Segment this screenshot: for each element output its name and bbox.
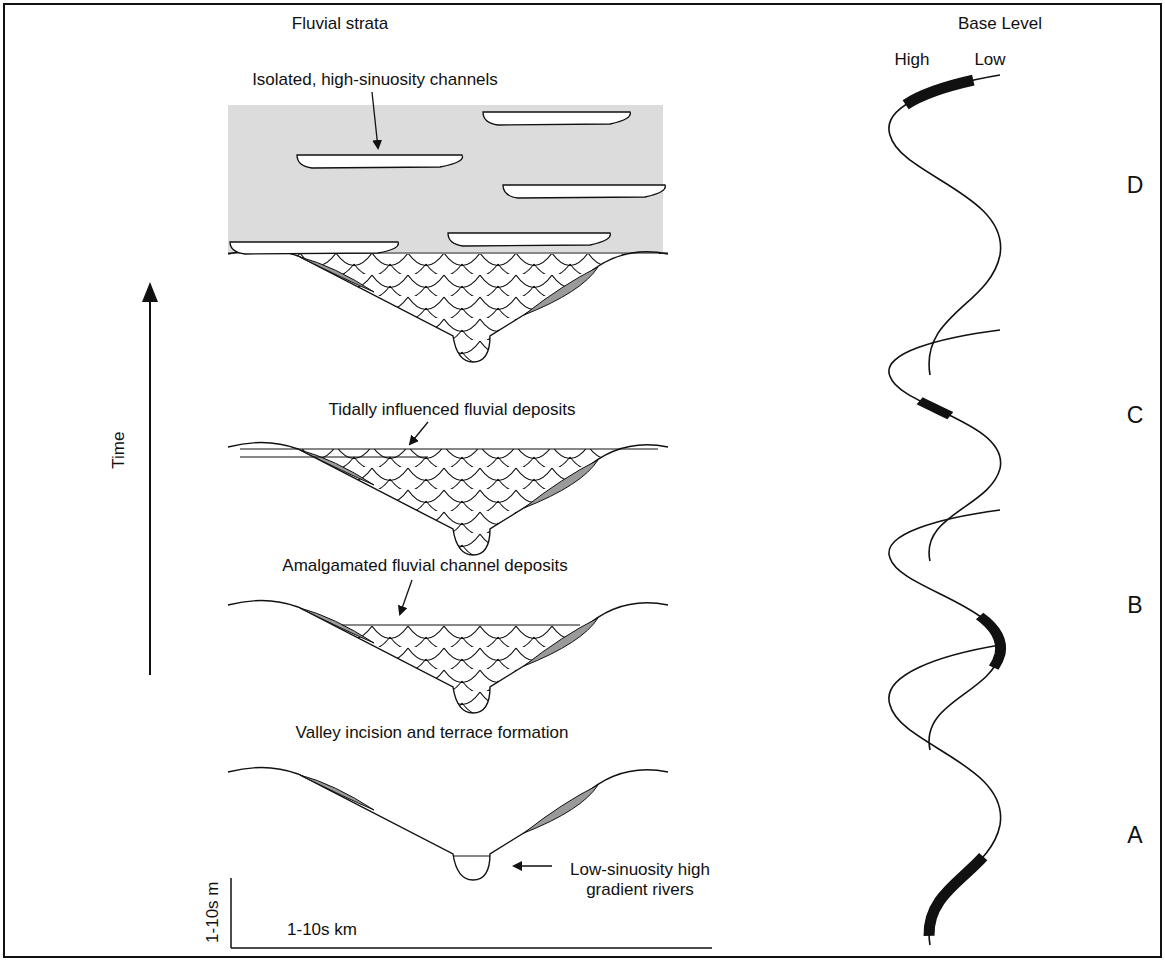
axis-label: Low	[974, 50, 1005, 70]
base-level-curves	[889, 75, 1001, 945]
axis-label: Time	[110, 431, 130, 468]
column-heading: Fluvial strata	[292, 14, 388, 34]
stage-letter: C	[1127, 402, 1144, 430]
scale-label: 1-10s m	[203, 881, 223, 942]
column-heading: Base Level	[958, 14, 1042, 34]
panel-c	[228, 442, 668, 569]
stage-letter: D	[1127, 172, 1144, 200]
time-arrow	[149, 290, 151, 675]
panel-d	[228, 92, 668, 372]
annotation: Valley incision and terrace formation	[296, 723, 569, 743]
scale-label: 1-10s km	[287, 920, 357, 940]
annotation: Isolated, high-sinuosity channels	[252, 70, 498, 90]
panel-b	[228, 600, 668, 745]
stage-letter: A	[1127, 822, 1142, 850]
axis-label: High	[895, 50, 930, 70]
annotation: Tidally influenced fluvial deposits	[329, 400, 576, 420]
stage-letter: B	[1127, 592, 1142, 620]
frame	[4, 4, 1161, 957]
annotation: Low-sinuosity high gradient rivers	[565, 860, 715, 901]
annotation: Amalgamated fluvial channel deposits	[282, 556, 567, 576]
